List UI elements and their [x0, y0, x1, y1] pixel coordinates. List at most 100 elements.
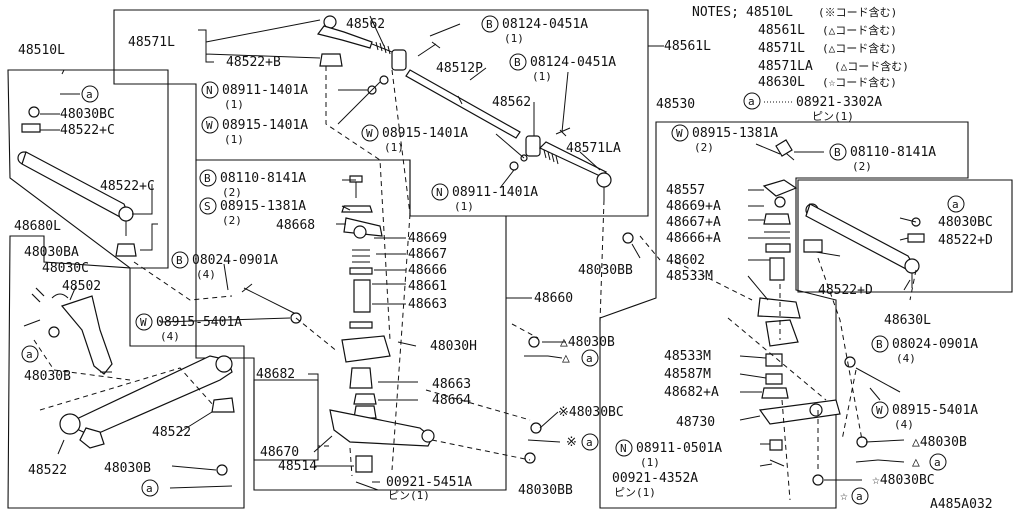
tie-rod-48510L — [17, 151, 137, 257]
label-48510L: 48510L — [18, 43, 65, 58]
label-48533M-1: 48533M — [666, 269, 713, 284]
label-48030BC-2: 48030BC — [938, 215, 993, 230]
clamp-48562-top — [391, 49, 407, 71]
label-n08911-1: 08911-1401A — [222, 83, 308, 98]
pins-48030BA — [31, 287, 45, 303]
washer-08915-top — [379, 75, 389, 85]
notes-note-1: (※コード含む) — [818, 5, 897, 19]
label-48669A: 48669+A — [666, 199, 721, 214]
notes-note-2: (△コード含む) — [822, 23, 897, 37]
notes-part-3: 48571L — [758, 41, 805, 56]
label-48030H: 48030H — [430, 339, 477, 354]
symbol-a-8: a — [856, 490, 863, 503]
nut-48030BC-right — [812, 474, 824, 486]
group-boxes — [7, 9, 1013, 509]
notes-pin-code: 08921-3302A — [796, 95, 882, 110]
symbol-B-3: B — [204, 172, 211, 185]
label-48522D-1: 48522+D — [938, 233, 993, 248]
label-tri-2: △ — [912, 455, 920, 470]
clamp-48562-low — [525, 135, 541, 157]
label-w08915-5401A-2q: (4) — [894, 418, 914, 431]
label-w08915-5401A-1: 08915-5401A — [156, 315, 242, 330]
symbol-N-1: N — [206, 84, 213, 97]
label-48512P: 48512P — [436, 61, 483, 76]
label-w08915-2q: (1) — [384, 141, 404, 154]
label-b08124-1q: (1) — [504, 32, 524, 45]
label-b08024-2: 08024-0901A — [892, 337, 978, 352]
bolt-08124-low — [555, 127, 571, 137]
label-star-48030BC: ☆48030BC — [872, 473, 935, 488]
label-48522-2: 48522 — [28, 463, 67, 478]
label-48571LA: 48571LA — [566, 141, 621, 156]
label-b08024-1q: (4) — [196, 268, 216, 281]
boot-48522C-1 — [21, 123, 41, 133]
label-pin-00921-5451A: 00921-5451A — [386, 475, 472, 490]
label-48522-1: 48522 — [152, 425, 191, 440]
symbol-a-6: a — [952, 198, 959, 211]
label-n08911-0501A: 08911-0501A — [636, 441, 722, 456]
label-s08915q: (2) — [222, 214, 242, 227]
label-tri-1: △ — [562, 351, 570, 366]
clip-48030C — [51, 293, 69, 299]
label-48030BB-1: 48030BB — [578, 263, 633, 278]
idler-stack-48530 — [757, 139, 801, 399]
idler-stack-48660 — [341, 175, 391, 419]
label-48667: 48667 — [408, 247, 447, 262]
notes-part-2: 48561L — [758, 23, 805, 38]
label-48667A: 48667+A — [666, 215, 721, 230]
label-48030B-1: 48030B — [24, 369, 71, 384]
washer-08915-5401A-right — [844, 356, 856, 368]
label-kome-48030BC: ※48030BC — [558, 405, 624, 420]
symbol-a-7: a — [934, 456, 941, 469]
label-48030BC-1: 48030BC — [60, 107, 115, 122]
label-48561L: 48561L — [664, 39, 711, 54]
symbol-W-2: W — [366, 127, 373, 140]
symbol-N-2: N — [436, 186, 443, 199]
label-n08911-0501Aq: (1) — [640, 456, 660, 469]
label-48670: 48670 — [260, 445, 299, 460]
label-48668: 48668 — [276, 218, 315, 233]
gear-arm-48670 — [329, 409, 435, 491]
label-48630L: 48630L — [884, 313, 931, 328]
cotter-mid — [527, 439, 561, 443]
notes-pin-note: ピン(1) — [812, 110, 854, 123]
bolt-08024-right — [855, 367, 901, 393]
label-pin-00921-4352A: 00921-4352A — [612, 471, 698, 486]
label-48522C-1: 48522+C — [60, 123, 115, 138]
label-48663-2: 48663 — [432, 377, 471, 392]
group-leaders — [33, 15, 917, 501]
box-48630L — [797, 179, 1013, 293]
box-48680L — [7, 235, 245, 509]
symbol-W-5: W — [876, 404, 883, 417]
label-w08915-1q: (1) — [224, 133, 244, 146]
tie-rod-end-48571L — [316, 15, 393, 55]
label-w08915-1381Aq: (2) — [694, 141, 714, 154]
symbol-B-6: B — [876, 338, 883, 351]
label-48030B-2: 48030B — [104, 461, 151, 476]
label-48666: 48666 — [408, 263, 447, 278]
group-symbols: a a a a a a a a a N W W N B B B S B W — [21, 15, 965, 505]
nut-48030B-right — [856, 436, 868, 448]
label-48502: 48502 — [62, 279, 101, 294]
nut-08911-low — [509, 161, 519, 171]
label-48680L: 48680L — [14, 219, 61, 234]
symbol-a-1: a — [86, 88, 93, 101]
notes-note-3: (△コード含む) — [822, 41, 897, 55]
notes-note-5: (☆コード含む) — [822, 75, 897, 89]
label-48562-2: 48562 — [492, 95, 531, 110]
symbol-a-3: a — [146, 482, 153, 495]
symbol-B-4: B — [176, 254, 183, 267]
drawing-id: A485A032 — [930, 497, 993, 512]
label-48666A: 48666+A — [666, 231, 721, 246]
label-48522C-2: 48522+C — [100, 179, 155, 194]
idler-arm-48730 — [758, 399, 841, 467]
nut-48030B-left — [528, 336, 540, 348]
tie-rod-end-48571LA — [538, 141, 612, 200]
label-star-1: ☆ — [840, 489, 848, 504]
label-b08110-1q: (2) — [222, 186, 242, 199]
symbol-a-2: a — [26, 348, 33, 361]
label-b08124-2q: (1) — [532, 70, 552, 83]
label-48562-1: 48562 — [346, 17, 385, 32]
